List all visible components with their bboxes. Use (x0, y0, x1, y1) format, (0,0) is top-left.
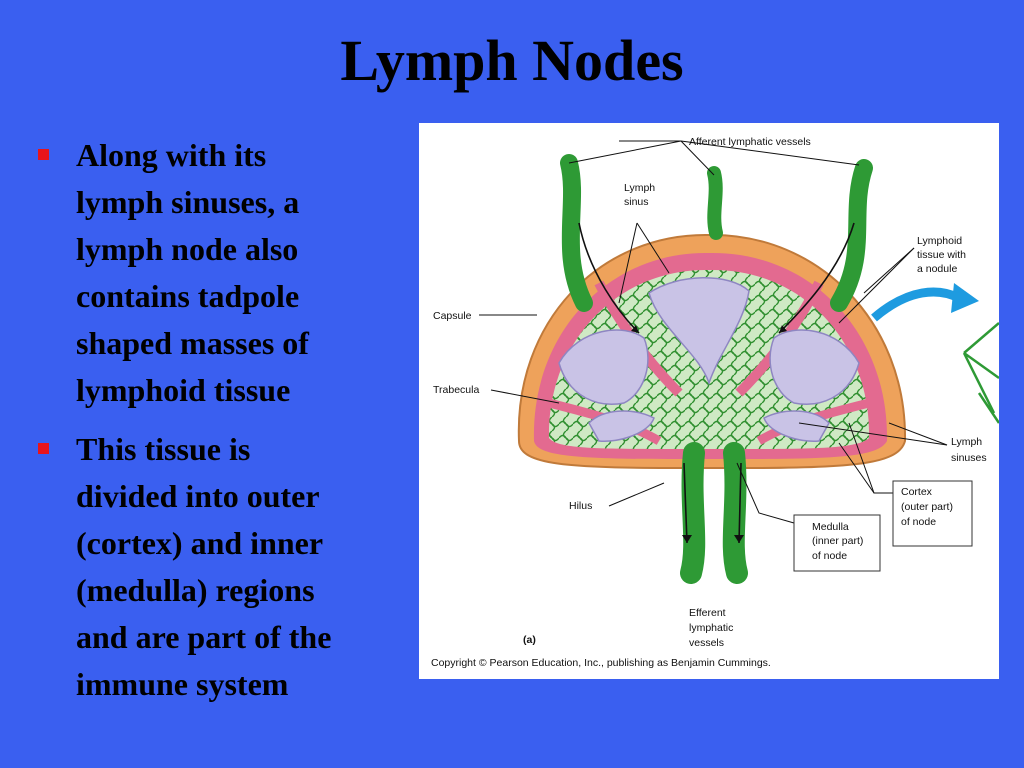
cortex-box (892, 480, 973, 547)
label-efferent-2: lymphatic (689, 622, 733, 634)
label-efferent-3: vessels (689, 637, 724, 649)
medulla-box (793, 514, 881, 572)
label-medulla-1: Medulla (812, 521, 849, 533)
lymph-node-diagram: Afferent lymphatic vessels Lymph sinus L… (419, 123, 999, 679)
copyright-text: Copyright © Pearson Education, Inc., pub… (431, 657, 771, 669)
label-medulla-2: (inner part) (812, 535, 863, 547)
label-hilus: Hilus (569, 500, 592, 512)
label-panel: (a) (523, 634, 536, 646)
label-cortex-2: (outer part) (901, 501, 953, 513)
lymph-node-illustration: Afferent lymphatic vessels Lymph sinus L… (433, 136, 999, 649)
label-lymphoid-3: a nodule (917, 263, 957, 275)
label-lymphoid-2: tissue with (917, 249, 966, 261)
slide-title: Lymph Nodes (340, 28, 684, 93)
label-cortex-1: Cortex (901, 486, 933, 498)
label-afferent: Afferent lymphatic vessels (689, 136, 811, 148)
label-lymph-sinus-2: sinus (624, 196, 649, 208)
bullet-item: This tissue is divided into outer (corte… (36, 426, 408, 708)
bullet-square-icon (38, 149, 49, 160)
label-lymphoid-1: Lymphoid (917, 235, 962, 247)
label-lymph-sinuses-2: sinuses (951, 452, 987, 464)
label-lymph-sinuses-1: Lymph (951, 436, 982, 448)
label-trabecula: Trabecula (433, 384, 479, 396)
bullet-list: Along with its lymph sinuses, a lymph no… (36, 132, 408, 720)
label-lymph-sinus-1: Lymph (624, 182, 655, 194)
bullet-square-icon (38, 443, 49, 454)
bullet-item: Along with its lymph sinuses, a lymph no… (36, 132, 408, 414)
label-cortex-3: of node (901, 516, 936, 528)
label-medulla-3: of node (812, 550, 847, 562)
bullet-text: This tissue is divided into outer (corte… (76, 431, 332, 702)
label-efferent-1: Efferent (689, 607, 726, 619)
label-capsule: Capsule (433, 310, 472, 322)
bullet-text: Along with its lymph sinuses, a lymph no… (76, 137, 309, 408)
